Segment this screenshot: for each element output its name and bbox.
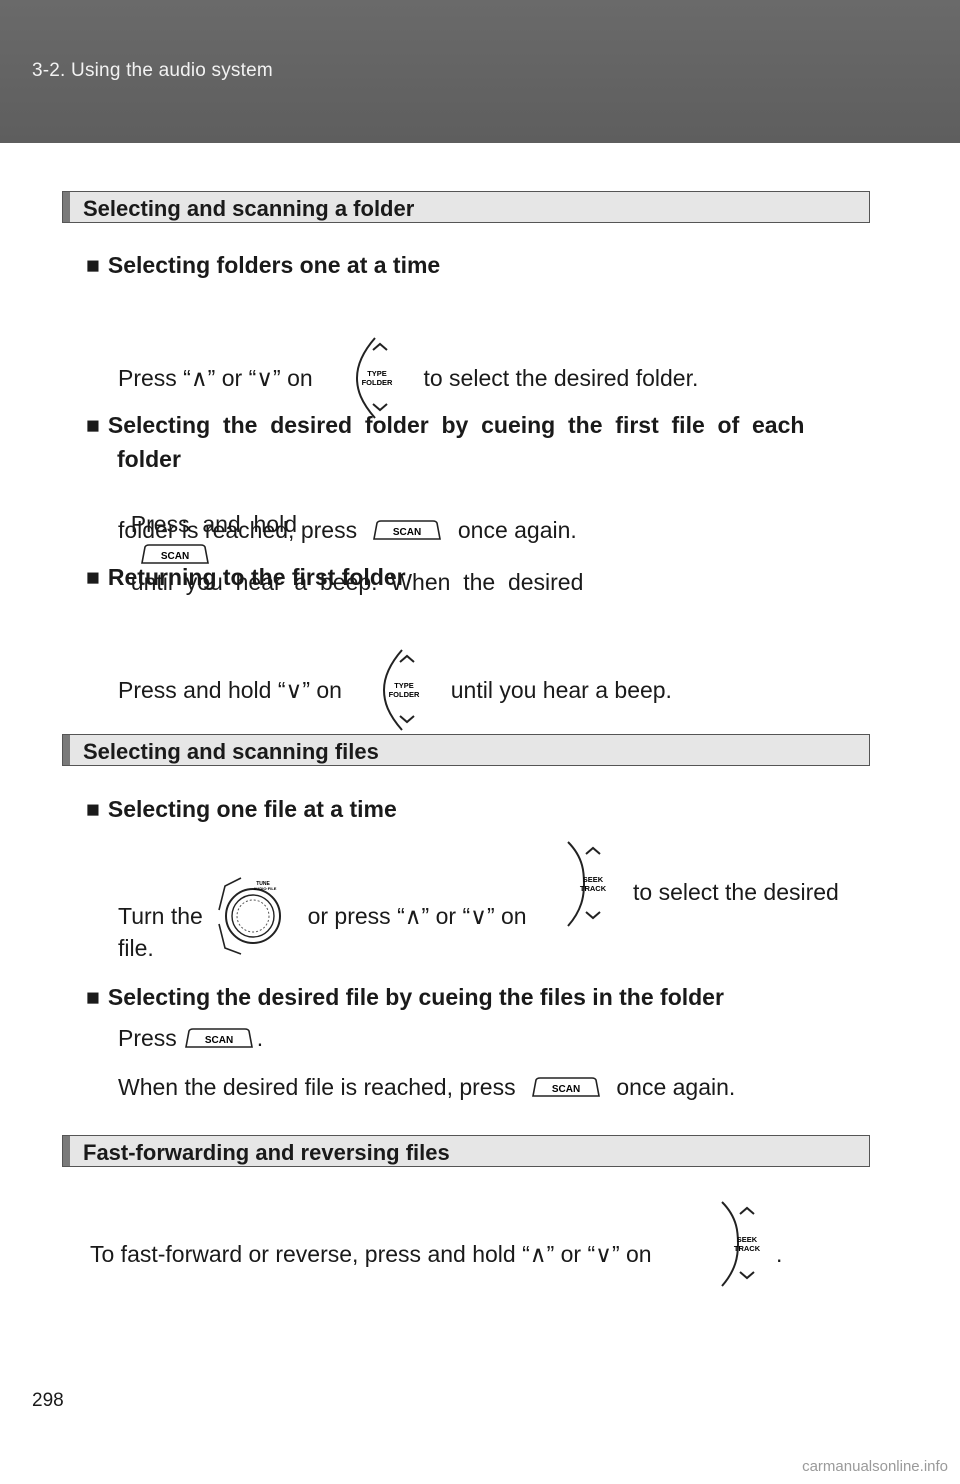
instruction-cue-file-line2: When the desired file is reached, press … bbox=[118, 1071, 735, 1101]
seek-track-label: TRACK bbox=[580, 884, 607, 893]
square-bullet-icon: ■ bbox=[86, 984, 100, 1010]
section-heading-text: Selecting and scanning a folder bbox=[83, 196, 415, 221]
subheading-select-file: ■ Selecting one file at a time bbox=[86, 796, 397, 823]
instruction-text: . bbox=[776, 1240, 783, 1267]
instruction-cue-folder-line2: folder is reached, press SCAN once again… bbox=[118, 514, 577, 544]
subheading-text: Selecting the desired folder by cueing t… bbox=[107, 412, 805, 438]
instruction-text: until you hear a beep. bbox=[450, 677, 672, 703]
scan-button-icon: SCAN bbox=[140, 544, 209, 564]
section-heading-text: Fast-forwarding and reversing files bbox=[83, 1140, 450, 1165]
type-folder-button-icon: TYPE FOLDER bbox=[383, 649, 420, 731]
subheading-text: Selecting one file at a time bbox=[107, 796, 397, 822]
subheading-text: Returning to the first folder bbox=[107, 564, 406, 590]
watermark: carmanualsonline.info bbox=[802, 1458, 948, 1475]
type-folder-button-icon: TYPE FOLDER bbox=[356, 337, 393, 419]
subheading-return-first-folder: ■ Returning to the first folder bbox=[86, 564, 406, 591]
instruction-text: or press “∧” or “∨” on bbox=[307, 903, 527, 929]
scan-button-icon: SCAN bbox=[184, 1028, 253, 1048]
instruction-text: Press and hold “∨” on bbox=[118, 677, 342, 703]
chapter-section-title: 3-2. Using the audio system bbox=[32, 60, 273, 81]
square-bullet-icon: ■ bbox=[86, 564, 100, 590]
instruction-cue-folder-line1: Press and hold SCAN until you hear a bee… bbox=[118, 480, 584, 596]
subheading-text: Selecting the desired file by cueing the… bbox=[107, 984, 724, 1010]
subheading-cue-file: ■ Selecting the desired file by cueing th… bbox=[86, 984, 724, 1011]
instruction-text: Turn the bbox=[118, 903, 203, 929]
section-heading-folder: Selecting and scanning a folder bbox=[62, 191, 870, 223]
seek-track-label: TRACK bbox=[734, 1244, 761, 1253]
instruction-text: . bbox=[256, 1024, 264, 1051]
square-bullet-icon: ■ bbox=[86, 796, 100, 822]
scan-button-icon: SCAN bbox=[373, 520, 442, 540]
instruction-fast-forward: To fast-forward or reverse, press and ho… bbox=[90, 1238, 652, 1268]
scan-label: SCAN bbox=[205, 1035, 233, 1046]
instruction-text: file. bbox=[118, 934, 154, 961]
scan-button-icon: SCAN bbox=[532, 1077, 600, 1097]
instruction-select-file-wrap: file. bbox=[118, 932, 154, 962]
instruction-cue-file-line1: Press SCAN . bbox=[118, 1022, 263, 1052]
scan-label: SCAN bbox=[393, 527, 421, 538]
section-heading-text: Selecting and scanning files bbox=[83, 739, 379, 764]
square-bullet-icon: ■ bbox=[86, 412, 100, 438]
instruction-text: once again. bbox=[457, 516, 577, 543]
instruction-select-folders: Press “∧” or “∨” on TYPE FOLDER to selec… bbox=[118, 336, 698, 420]
subheading-text: Selecting folders one at a time bbox=[107, 252, 441, 278]
instruction-text: once again. bbox=[616, 1073, 736, 1100]
instruction-return-first-folder: Press and hold “∨” on TYPE FOLDER until … bbox=[118, 648, 672, 732]
instruction-text: Press “∧” or “∨” on bbox=[118, 365, 313, 391]
instruction-select-file: Turn the TUNE AUDIO·FILE or press “∧” or… bbox=[118, 876, 527, 956]
instruction-text: Press and hold bbox=[130, 510, 297, 537]
subheading-cue-folder: ■ Selecting the desired folder by cueing … bbox=[86, 408, 866, 476]
type-folder-label: FOLDER bbox=[362, 378, 393, 387]
instruction-text: folder is reached, press bbox=[118, 516, 358, 543]
seek-track-button-icon: SEEK TRACK bbox=[567, 841, 607, 927]
scan-label: SCAN bbox=[552, 1084, 580, 1095]
instruction-text: to select the desired bbox=[633, 878, 839, 905]
instruction-text: to select the desired folder. bbox=[423, 365, 699, 391]
seek-track-label: SEEK bbox=[737, 1235, 758, 1244]
tune-knob-icon: TUNE AUDIO·FILE bbox=[218, 877, 282, 955]
type-folder-label: TYPE bbox=[395, 681, 415, 690]
page-header-bar: 3-2. Using the audio system bbox=[0, 0, 960, 143]
square-bullet-icon: ■ bbox=[86, 252, 100, 278]
instruction-fast-forward-end: . bbox=[776, 1238, 782, 1268]
instruction-select-file-end: to select the desired bbox=[633, 876, 839, 906]
seek-track-label: SEEK bbox=[583, 875, 604, 884]
knob-label: TUNE bbox=[256, 881, 270, 887]
instruction-text: Press bbox=[118, 1024, 177, 1051]
scan-label: SCAN bbox=[161, 551, 189, 562]
seek-track-button-icon: SEEK TRACK bbox=[721, 1201, 761, 1287]
subheading-select-folders: ■ Selecting folders one at a time bbox=[86, 252, 440, 279]
subheading-text: folder bbox=[117, 446, 181, 472]
section-heading-files: Selecting and scanning files bbox=[62, 734, 870, 766]
type-folder-label: FOLDER bbox=[389, 690, 420, 699]
instruction-text: To fast-forward or reverse, press and ho… bbox=[90, 1240, 652, 1267]
knob-label: AUDIO·FILE bbox=[254, 886, 277, 891]
page-number: 298 bbox=[32, 1390, 64, 1411]
section-heading-fast-forward: Fast-forwarding and reversing files bbox=[62, 1135, 870, 1167]
type-folder-label: TYPE bbox=[367, 369, 387, 378]
instruction-text: When the desired file is reached, press bbox=[118, 1073, 516, 1100]
instruction-text: until you hear a beep. When the desired bbox=[130, 568, 584, 595]
